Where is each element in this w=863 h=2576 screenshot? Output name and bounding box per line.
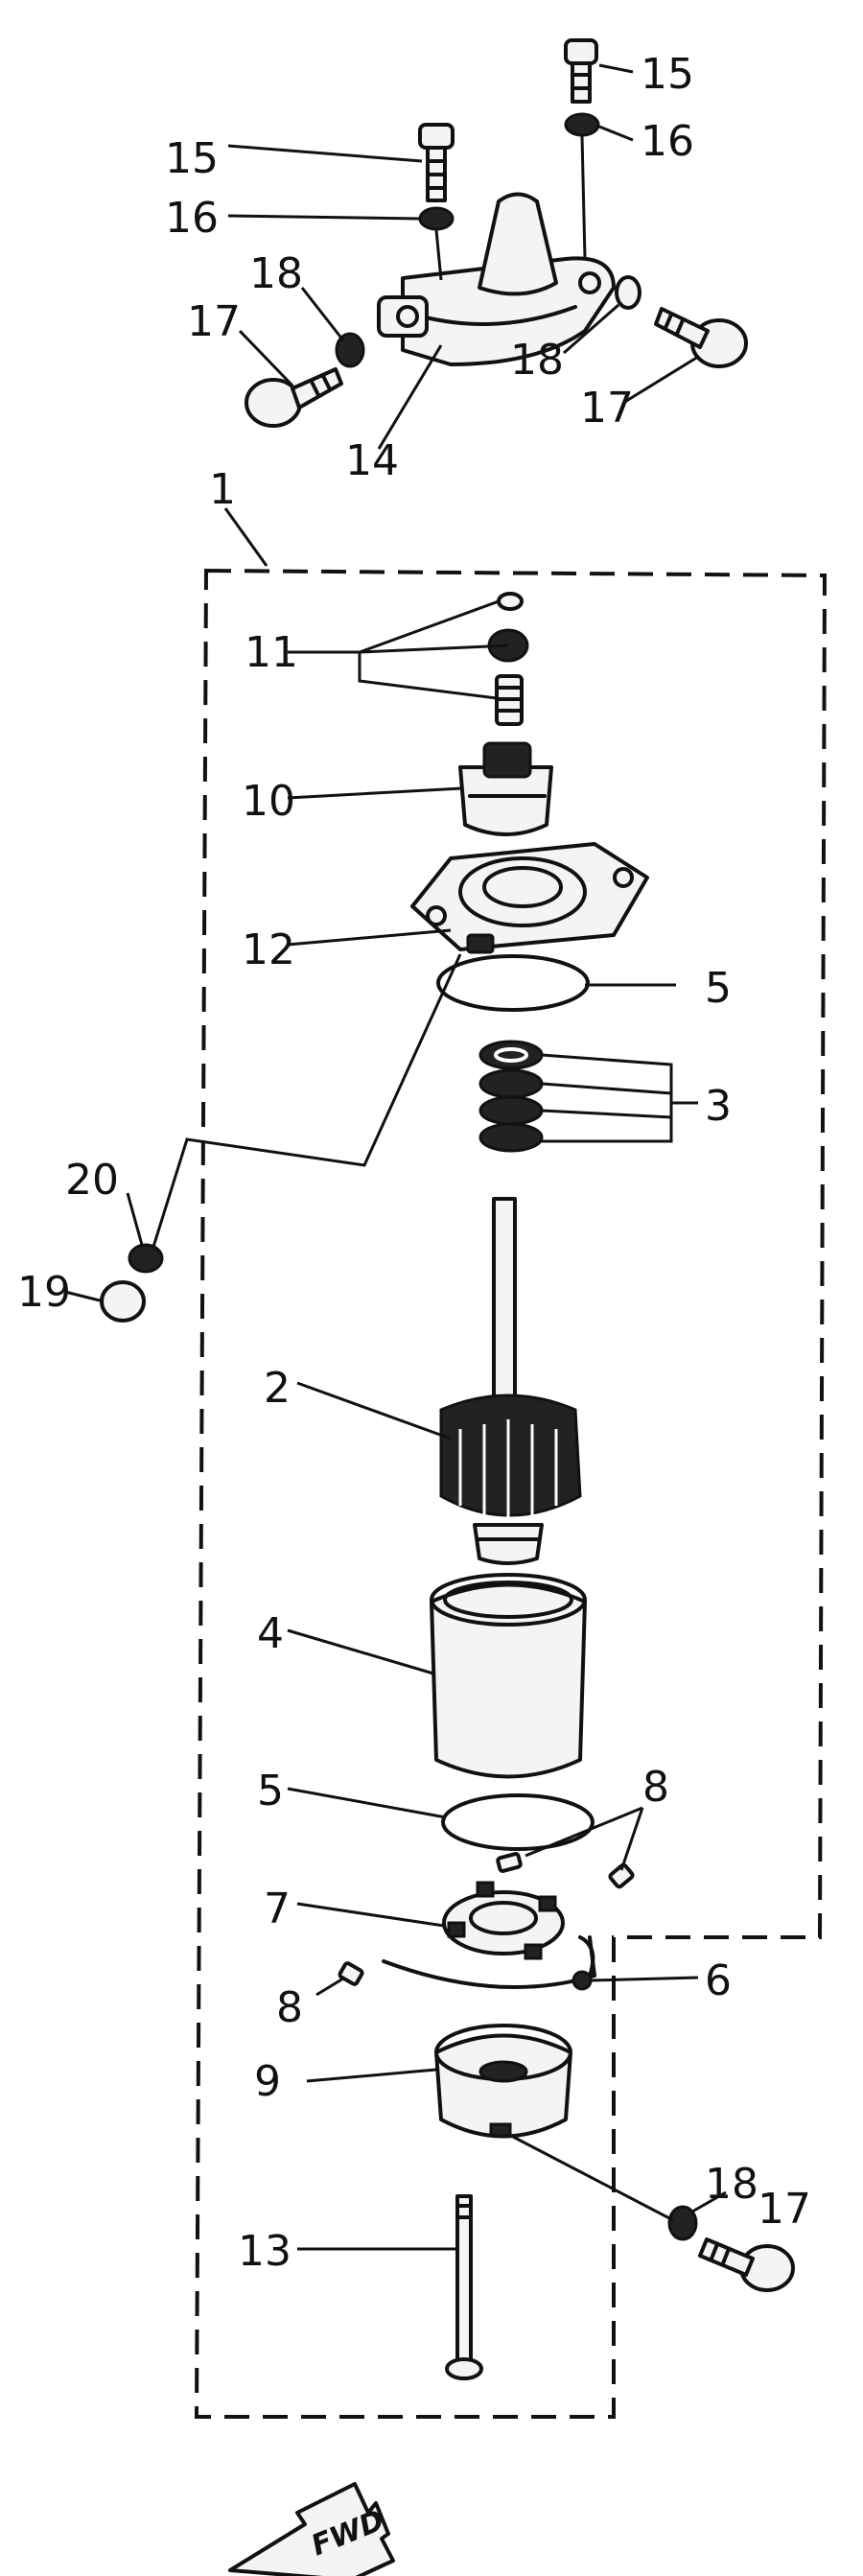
callout-8-upper: 8 [642, 1763, 669, 1812]
part-9-end-frame [434, 2024, 572, 2139]
callout-5-upper: 5 [705, 964, 732, 1013]
part-12-upper-bracket [410, 842, 649, 954]
part-4-yoke [430, 1573, 587, 1779]
part-16-washer-left [418, 206, 455, 231]
callout-19: 19 [17, 1268, 71, 1317]
callout-10: 10 [242, 777, 295, 826]
callout-18-lower: 18 [705, 2160, 758, 2209]
leader-lines [64, 63, 727, 2251]
callout-15-right: 15 [641, 50, 694, 99]
part-5-o-ring-upper [436, 954, 590, 1012]
part-14-end-cover [377, 192, 616, 366]
part-17-bolt-right [654, 307, 748, 368]
callout-6: 6 [705, 1956, 732, 2005]
part-10-pinion [458, 741, 553, 836]
callout-20: 20 [65, 1156, 119, 1205]
callout-3: 3 [705, 1082, 732, 1131]
callout-9: 9 [254, 2057, 281, 2106]
part-16-washer-right [564, 112, 600, 137]
callout-17-right: 17 [580, 384, 634, 433]
callout-17-left: 17 [187, 297, 241, 346]
callout-11: 11 [245, 628, 298, 677]
part-11-clip [497, 592, 524, 611]
assembly-boundary [194, 568, 828, 2419]
part-18-washer-right [615, 275, 641, 310]
callout-2: 2 [264, 1364, 291, 1413]
callout-5-lower: 5 [257, 1767, 284, 1815]
callout-18-left: 18 [249, 249, 303, 298]
callout-14: 14 [345, 436, 399, 485]
callout-8-lower: 8 [276, 1983, 303, 2032]
callout-18-right: 18 [510, 336, 564, 385]
fwd-arrow-badge: FWD [228, 2482, 395, 2576]
part-19-screw [100, 1280, 146, 1323]
callout-17-lower: 17 [758, 2185, 811, 2234]
part-18-washer-lower [667, 2205, 698, 2241]
callout-labels: 15 15 16 16 18 17 18 17 14 1 11 10 12 5 … [17, 50, 811, 2276]
callout-15-left: 15 [165, 134, 219, 183]
callout-13: 13 [238, 2227, 292, 2276]
part-18-washer-left [335, 332, 365, 368]
part-15-bolt-right [564, 38, 598, 104]
part-11-spring [495, 674, 524, 726]
callout-4: 4 [257, 1609, 284, 1658]
part-3-brush-set [478, 1040, 544, 1153]
part-8-brush-a [496, 1852, 523, 1873]
callout-1: 1 [209, 465, 236, 514]
callout-7: 7 [264, 1885, 291, 1933]
part-8-brush-b [608, 1862, 635, 1889]
part-5-o-ring-lower [441, 1793, 595, 1851]
callout-16-right: 16 [641, 117, 694, 166]
part-20-washer [128, 1243, 164, 1274]
part-17-bolt-lower [698, 2237, 795, 2292]
callout-12: 12 [242, 925, 295, 974]
part-17-bolt-left [245, 367, 343, 428]
part-2-armature [439, 1197, 582, 1565]
part-15-bolt-left [418, 123, 455, 202]
callout-16-left: 16 [165, 194, 219, 243]
part-7-brush-holder [442, 1881, 565, 1960]
part-13-through-bolt [445, 2194, 483, 2380]
part-8-brush-c [338, 1961, 364, 1986]
